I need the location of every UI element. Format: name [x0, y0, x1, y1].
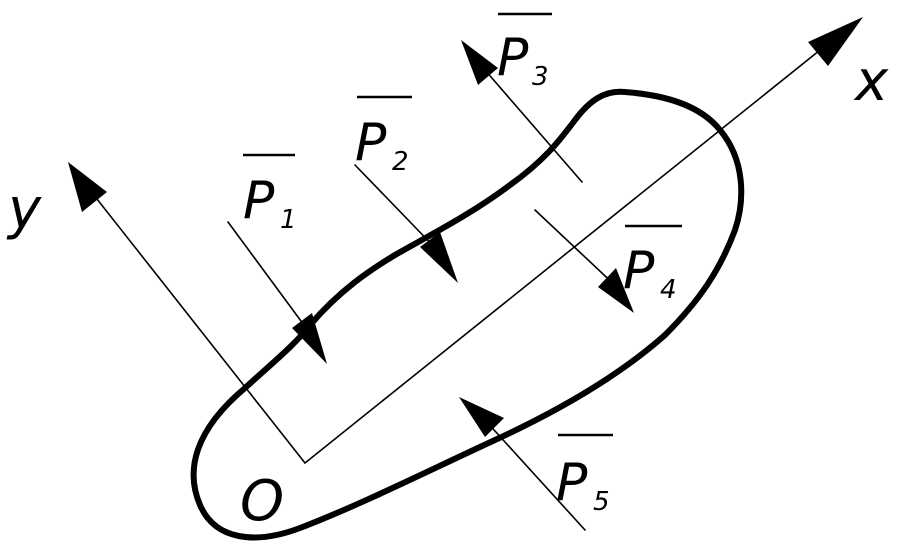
force-p3-subscript: 3 [532, 62, 549, 92]
force-p3-letter: P [497, 28, 529, 88]
force-p2-shaft [354, 164, 443, 256]
y-axis-line [81, 179, 306, 464]
force-p4-subscript: 4 [660, 275, 677, 305]
force-label-p5: P 5 [556, 433, 613, 517]
force-label-p1: P 1 [243, 153, 297, 235]
y-axis-arrowhead [68, 162, 107, 212]
force-label-p2: P 2 [355, 95, 412, 177]
force-p4-letter: P [623, 241, 655, 301]
x-axis-line [304, 29, 846, 464]
force-p5-arrowhead [459, 397, 504, 437]
force-p4-shaft [534, 209, 621, 291]
force-label-p3: P 3 [497, 12, 552, 92]
force-p1-letter: P [243, 171, 275, 231]
force-p3-shaft [477, 61, 583, 183]
force-p1-arrowhead [292, 313, 327, 364]
x-axis-arrowhead [808, 17, 863, 66]
x-axis-label: x [853, 49, 889, 114]
force-p2-arrowhead [420, 232, 458, 283]
force-p5-shaft [484, 419, 586, 531]
rigid-body-outline [190, 88, 745, 541]
force-p5-letter: P [556, 453, 588, 513]
force-p1-shaft [227, 221, 313, 337]
force-p3-arrowhead [461, 40, 498, 85]
force-p1-subscript: 1 [280, 205, 297, 235]
force-p2-letter: P [355, 113, 387, 173]
y-axis-label: y [6, 177, 42, 242]
force-p2-subscript: 2 [392, 147, 409, 177]
force-p4-arrowhead [598, 268, 634, 313]
origin-label: O [240, 469, 284, 534]
force-p5-subscript: 5 [593, 487, 610, 517]
force-label-p4: P 4 [623, 224, 682, 305]
